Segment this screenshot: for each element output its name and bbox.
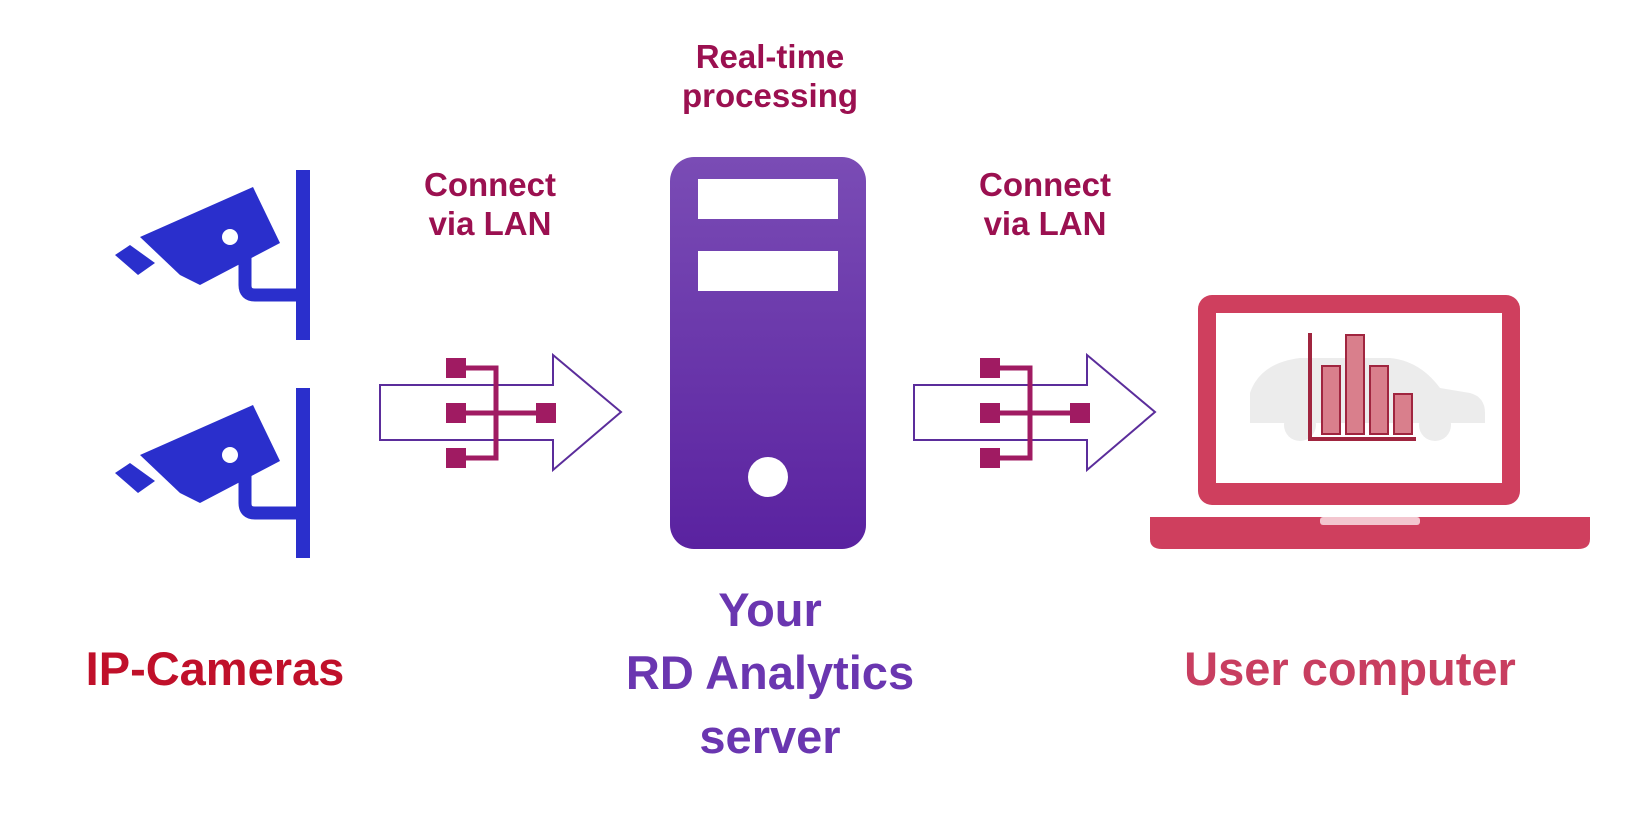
ip-cameras-label: IP-Cameras — [85, 642, 345, 695]
laptop-chart-icon — [1150, 295, 1590, 549]
security-camera-icon — [115, 170, 310, 340]
connect-lan-left-label: Connect via LAN — [424, 166, 556, 242]
network-arrow-left — [379, 352, 623, 473]
server-label: Your RD Analytics server — [625, 583, 915, 763]
user-computer-label: User computer — [1184, 642, 1516, 695]
network-icon — [980, 358, 1090, 468]
network-icon — [446, 358, 556, 468]
ip-cameras-group — [115, 170, 310, 558]
server-tower-icon — [670, 157, 866, 549]
bar-chart-icon — [1321, 334, 1413, 435]
network-arrow-right — [913, 352, 1157, 473]
realtime-processing-label: Real-time processing — [681, 38, 859, 114]
connect-lan-right-label: Connect via LAN — [979, 166, 1111, 242]
security-camera-icon — [115, 388, 310, 558]
